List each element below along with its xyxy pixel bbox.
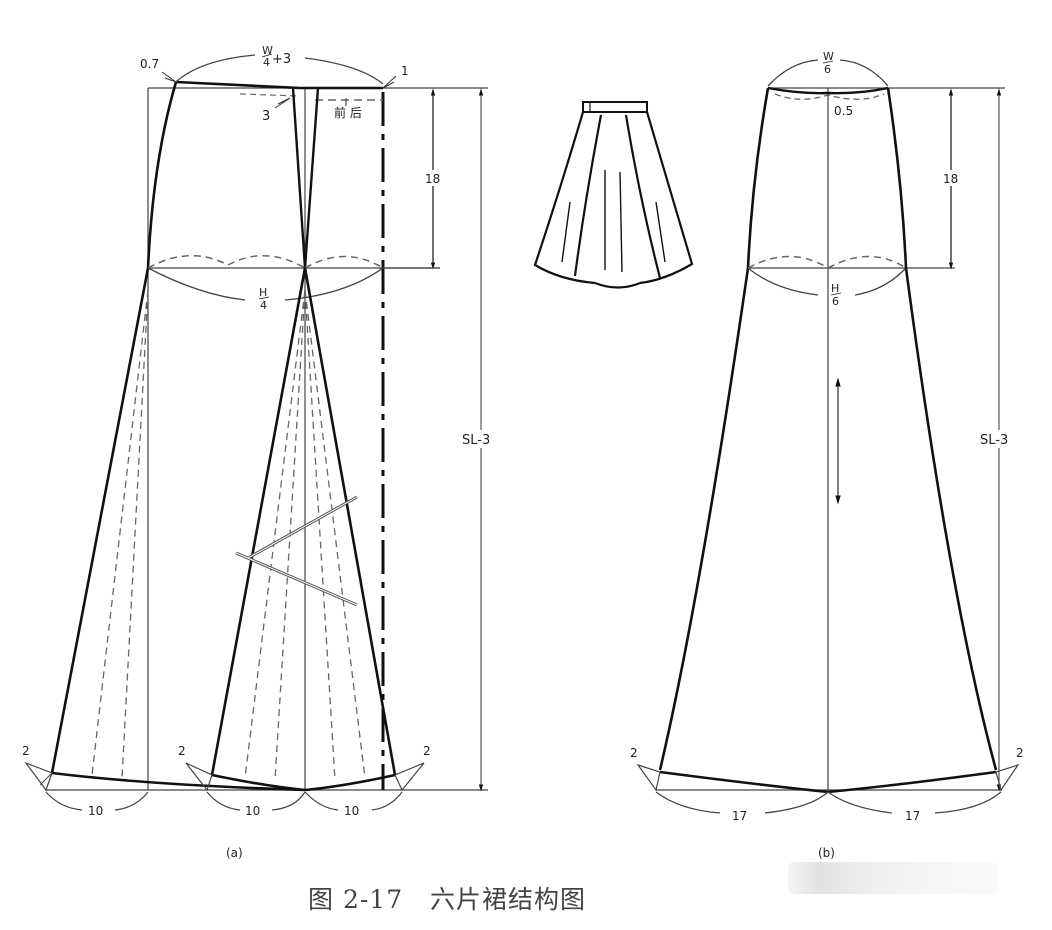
waist-formula-den-b: 6 bbox=[824, 63, 831, 76]
side-seam-a-left bbox=[146, 81, 178, 269]
hem-flare-right-b: 2 bbox=[1016, 746, 1024, 760]
waist-dart bbox=[291, 87, 320, 269]
waist-formula-num: W bbox=[262, 44, 273, 57]
hip-formula-num: H bbox=[259, 286, 267, 299]
front-back-label: 前 后 bbox=[334, 105, 362, 120]
left-panel-flare bbox=[39, 267, 306, 792]
hip-formula-num-b: H bbox=[831, 282, 839, 295]
panel-a-label: (a) bbox=[226, 846, 243, 860]
hem-flare-right-a: 2 bbox=[423, 744, 431, 758]
center-raise-label: 1 bbox=[401, 64, 409, 78]
hem-flare-left-a: 2 bbox=[22, 744, 30, 758]
hip-arcs-a bbox=[147, 255, 384, 269]
figure-caption: 图 2-17 六片裙结构图 bbox=[308, 885, 586, 914]
skirt-length-label-b: SL-3 bbox=[980, 433, 1008, 448]
hem-flare-left-b: 2 bbox=[630, 746, 638, 760]
waist-formula-num-b: W bbox=[823, 50, 834, 63]
panel-a-frame bbox=[45, 87, 488, 791]
hem-width-b-2: 17 bbox=[905, 809, 920, 823]
center-drop-label: 0.5 bbox=[834, 104, 853, 118]
middle-panel-flare bbox=[210, 267, 397, 792]
skirt-length-label-a: SL-3 bbox=[462, 433, 490, 448]
panel-b-label: (b) bbox=[818, 846, 835, 860]
hip-formula-den-b: 6 bbox=[832, 295, 839, 308]
panel-b: W 6 0.5 H 6 18 SL-3 2 2 bbox=[630, 50, 1024, 860]
hip-depth-label-a: 18 bbox=[425, 172, 440, 186]
hip-depth-label-b: 18 bbox=[943, 172, 958, 186]
hip-formula-den: 4 bbox=[260, 299, 267, 312]
dart-value-label: 3 bbox=[262, 109, 270, 124]
panel-a: W 4 +3 0.7 1 3 前 后 H 4 bbox=[22, 44, 498, 860]
watermark-blur bbox=[788, 862, 998, 894]
hem-width-a-1: 10 bbox=[88, 804, 103, 818]
hem-width-a-3: 10 bbox=[344, 804, 359, 818]
hem-width-a-2: 10 bbox=[245, 804, 260, 818]
waist-curve-a bbox=[175, 80, 383, 90]
waist-formula-den: 4 bbox=[263, 56, 270, 69]
waist-formula-suffix: +3 bbox=[272, 52, 291, 67]
skirt-illustration bbox=[533, 101, 694, 289]
hem-flare-mid-a: 2 bbox=[178, 744, 186, 758]
hem-width-b-1: 17 bbox=[732, 809, 747, 823]
side-raise-label: 0.7 bbox=[140, 57, 159, 71]
